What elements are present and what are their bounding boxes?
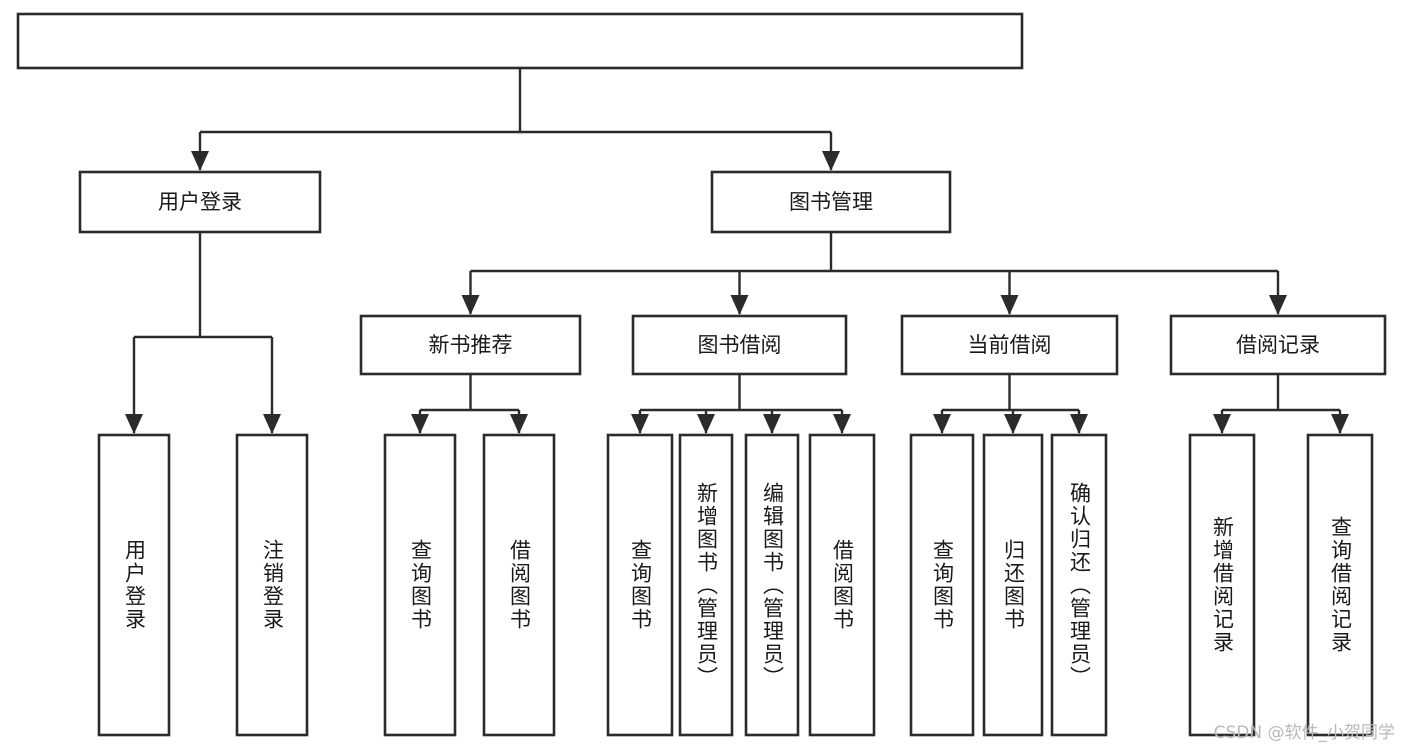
node-leaf-confirm-return-box[interactable] bbox=[1050, 433, 1108, 737]
csdn-watermark: CSDN @软件_小贺同学 bbox=[1213, 723, 1395, 743]
node-leaf-user-logout-box[interactable] bbox=[235, 433, 309, 737]
node-leaf-query-book-b-box[interactable] bbox=[606, 433, 674, 737]
node-leaf-query-book-a-box[interactable] bbox=[383, 433, 457, 737]
node-book-manage-label: 图书管理 bbox=[789, 190, 873, 214]
arrow-head-icon bbox=[263, 414, 281, 434]
node-leaf-borrow-book-b-box[interactable] bbox=[808, 433, 876, 737]
node-leaf-return-book-box[interactable] bbox=[982, 433, 1044, 737]
arrow-head-icon bbox=[833, 414, 851, 434]
arrow-head-icon bbox=[191, 151, 209, 171]
arrow-head-icon bbox=[631, 414, 649, 434]
arrow-head-icon bbox=[697, 414, 715, 434]
boxes-layer bbox=[16, 12, 1387, 737]
arrow-head-icon bbox=[411, 414, 429, 434]
node-user-login-label: 用户登录 bbox=[158, 190, 242, 214]
node-current-borrow-box[interactable] bbox=[900, 314, 1119, 376]
node-current-borrow-label: 当前借阅 bbox=[968, 333, 1052, 357]
node-book-borrow-box[interactable] bbox=[631, 314, 848, 376]
connectors-layer bbox=[125, 68, 1349, 434]
node-new-book-recommend-label: 新书推荐 bbox=[429, 333, 513, 357]
arrow-head-icon bbox=[510, 414, 528, 434]
node-leaf-edit-book-box[interactable] bbox=[744, 433, 800, 737]
node-leaf-borrow-book-a-box[interactable] bbox=[482, 433, 556, 737]
node-borrow-record-box[interactable] bbox=[1169, 314, 1387, 376]
arrow-head-icon bbox=[461, 295, 480, 315]
arrow-head-icon bbox=[1004, 414, 1022, 434]
node-leaf-add-record-box[interactable] bbox=[1188, 433, 1256, 737]
node-borrow-record-label: 借阅记录 bbox=[1236, 333, 1320, 357]
node-book-borrow-label: 图书借阅 bbox=[698, 333, 782, 357]
node-leaf-user-login-box[interactable] bbox=[97, 433, 171, 737]
node-leaf-add-book-box[interactable] bbox=[678, 433, 734, 737]
arrow-head-icon bbox=[730, 295, 749, 315]
arrow-head-icon bbox=[822, 151, 840, 171]
node-leaf-query-record-box[interactable] bbox=[1306, 433, 1374, 737]
node-book-manage-box[interactable] bbox=[710, 170, 952, 234]
node-root-box[interactable] bbox=[16, 12, 1024, 70]
arrow-head-icon bbox=[1070, 414, 1088, 434]
arrow-head-icon bbox=[1331, 414, 1349, 434]
arrow-head-icon bbox=[1269, 295, 1287, 315]
arrow-head-icon bbox=[933, 414, 951, 434]
node-user-login-box[interactable] bbox=[78, 170, 322, 234]
arrow-head-icon bbox=[763, 414, 781, 434]
node-leaf-query-book-c-box[interactable] bbox=[909, 433, 975, 737]
arrow-head-icon bbox=[1000, 295, 1019, 315]
arrow-head-icon bbox=[125, 414, 143, 434]
node-new-book-recommend-box[interactable] bbox=[359, 314, 582, 376]
arrow-head-icon bbox=[1213, 414, 1231, 434]
